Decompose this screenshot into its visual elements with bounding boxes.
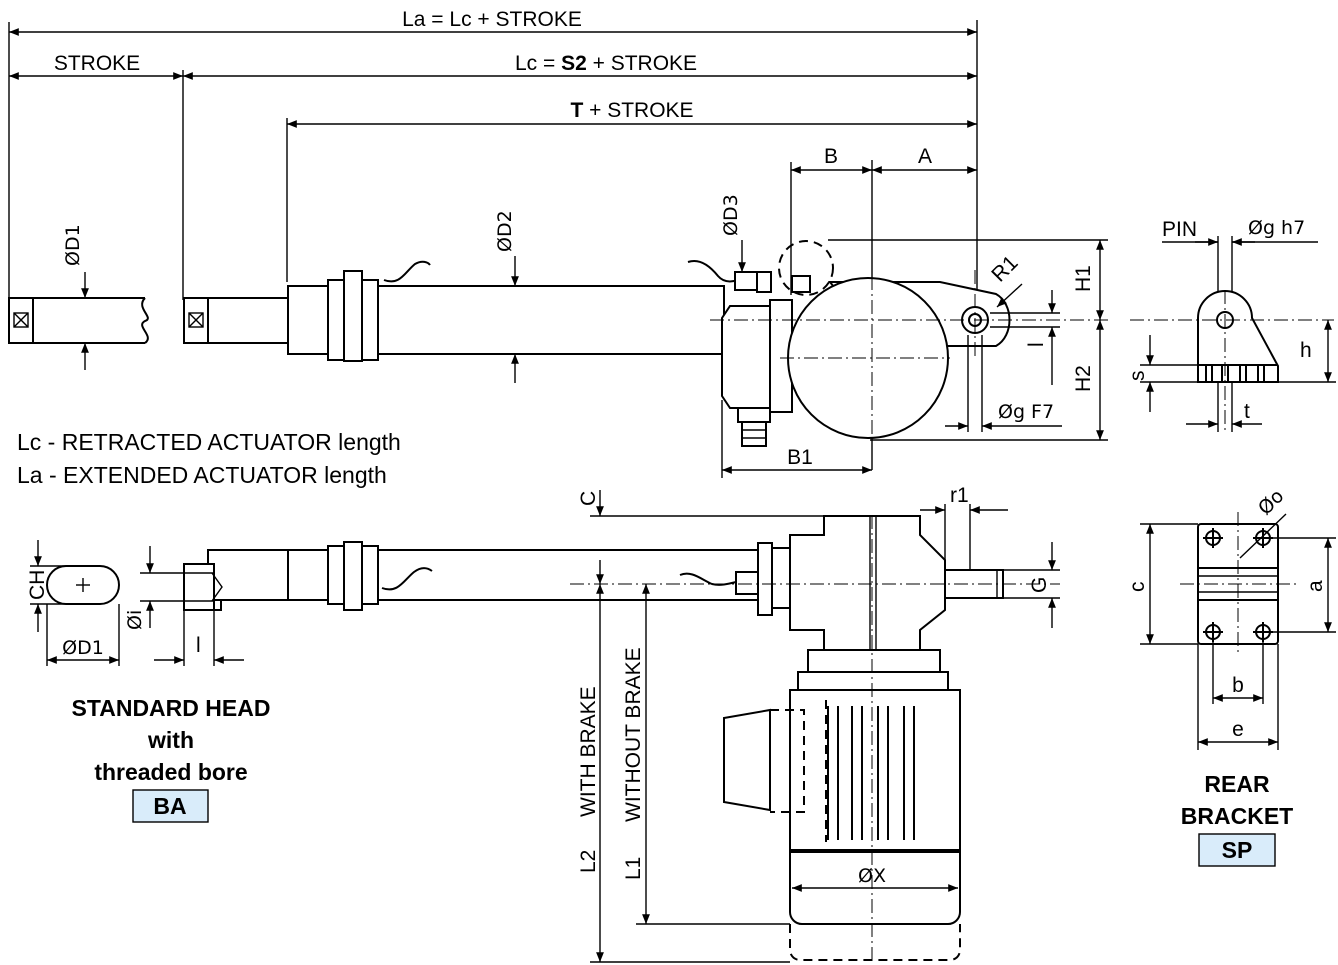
- pin-label: PIN: [1162, 218, 1197, 241]
- length-legend: Lc - RETRACTED ACTUATOR length La - EXTE…: [17, 429, 401, 488]
- standard-head-title-3: threaded bore: [94, 759, 247, 785]
- o-dimension-label: Øo: [1254, 485, 1288, 519]
- top-dimension-chain: La = Lc + STROKE STROKE Lc = S2 + STROKE…: [8, 8, 978, 470]
- e-dimension-label: e: [1232, 718, 1244, 741]
- i-bore-dimension-label: Øi: [124, 610, 146, 630]
- a-bracket-dimension-label: a: [1304, 580, 1327, 592]
- g-h7-dimension-label: Øg h7: [1248, 217, 1305, 239]
- t-dimension-label: T + STROKE: [570, 99, 693, 122]
- without-brake-label: WITHOUT BRAKE: [622, 647, 645, 822]
- t-dimension-label-pin: t: [1244, 400, 1250, 423]
- ch-dimension-label: CH: [26, 570, 49, 600]
- d3-dimension-label: ØD3: [720, 194, 742, 236]
- actuator-side-view: ØD1 ØD2 ØD3 R1: [8, 180, 1110, 478]
- c-top-dimension-label: C: [577, 491, 600, 506]
- a-dimension-label: A: [918, 145, 932, 168]
- rear-bracket-detail: Øo c a b e REAR BRACKET SP: [1126, 485, 1336, 867]
- l-head-dimension-label: l: [196, 634, 201, 657]
- actuator-top-view: ØX C WITH BRAKE WITHOUT BRAKE L2 L1 r1 G: [287, 484, 1060, 963]
- legend-lc: Lc - RETRACTED ACTUATOR length: [17, 429, 401, 455]
- stroke-dimension-label: STROKE: [54, 52, 140, 75]
- la-dimension-label: La = Lc + STROKE: [402, 8, 582, 31]
- r1-dimension-label: R1: [987, 251, 1022, 286]
- lc-dimension-label: Lc = S2 + STROKE: [515, 52, 697, 75]
- rear-bracket-title-2: BRACKET: [1181, 803, 1293, 829]
- standard-head-title-2: with: [147, 727, 194, 753]
- d1-head-dimension-label: ØD1: [62, 637, 104, 659]
- d1-dimension-label: ØD1: [62, 224, 84, 266]
- c-dimension-label: c: [1126, 582, 1149, 593]
- legend-la: La - EXTENDED ACTUATOR length: [17, 462, 387, 488]
- standard-head-code-badge: [132, 789, 209, 823]
- b-bracket-dimension-label: b: [1232, 674, 1244, 697]
- standard-head-code: BA: [153, 793, 186, 819]
- l2-dimension-label: L2: [577, 850, 600, 873]
- h1-dimension-label: H1: [1072, 265, 1095, 292]
- pin-detail: PIN Øg h7 h s t: [1126, 217, 1336, 432]
- g-f7-dimension-label: Øg F7: [998, 401, 1054, 423]
- rear-bracket-code: SP: [1222, 837, 1253, 863]
- rear-bracket-code-badge: [1198, 833, 1276, 867]
- standard-head-detail: CH ØD1 Øi l STANDARD HEAD with threaded …: [26, 540, 289, 823]
- r1-small-dimension-label: r1: [950, 484, 969, 507]
- rear-bracket-title-1: REAR: [1204, 771, 1270, 797]
- s-dimension-label: s: [1126, 371, 1149, 382]
- d2-dimension-label: ØD2: [494, 210, 516, 252]
- b1-dimension-label: B1: [787, 446, 813, 469]
- l-side-dimension-label: l: [1025, 342, 1048, 347]
- l1-dimension-label: L1: [622, 857, 645, 880]
- standard-head-title-1: STANDARD HEAD: [72, 695, 271, 721]
- g-cap-dimension-label: G: [1028, 577, 1051, 593]
- h2-dimension-label: H2: [1072, 365, 1095, 392]
- h-dimension-label: h: [1300, 339, 1312, 362]
- with-brake-label: WITH BRAKE: [577, 686, 600, 817]
- b-dimension-label: B: [824, 145, 838, 168]
